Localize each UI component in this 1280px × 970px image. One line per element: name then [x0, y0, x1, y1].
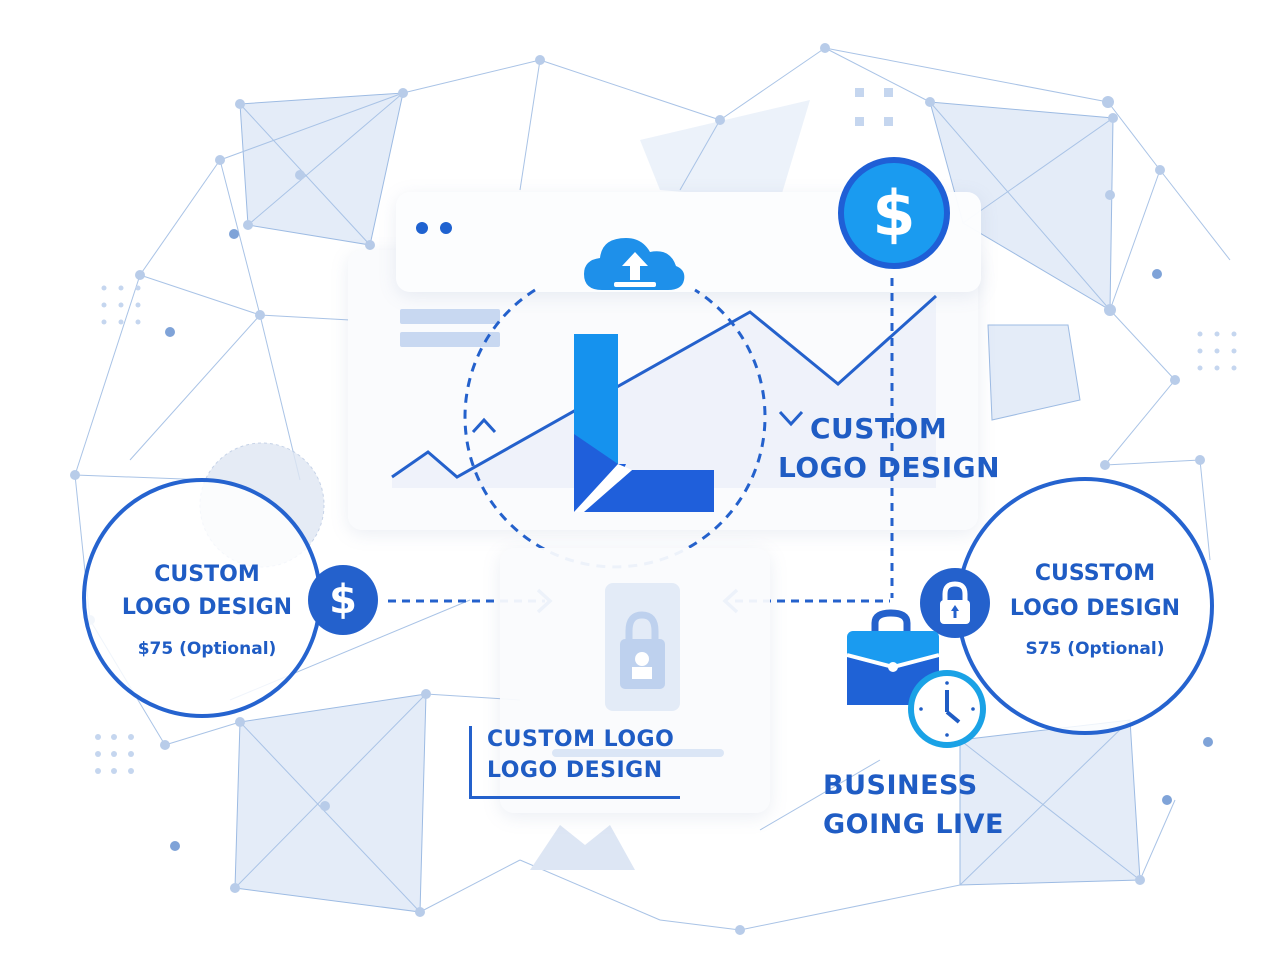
dollar-icon: $ [308, 565, 378, 635]
left-pricing-circle: CUSTOM LOGO DESIGN $75 (Optional) [82, 478, 322, 718]
right-circle-line2: LOGO DESIGN [1009, 596, 1181, 621]
lock-icon [920, 568, 990, 638]
left-circle-price: $75 (Optional) [137, 639, 277, 659]
headline-line2: LOGO DESIGN [778, 451, 1001, 484]
dollar-symbol: $ [872, 176, 916, 250]
dollar-symbol: $ [329, 577, 357, 623]
text-placeholder-bar [400, 332, 500, 347]
text-placeholder-bar [400, 309, 500, 324]
progress-bar [552, 749, 724, 757]
headline-line1: CUSTOM [810, 412, 948, 445]
left-circle-line2: LOGO DESIGN [121, 595, 293, 620]
dollar-coin-icon: $ [838, 157, 950, 269]
lock-user-icon [605, 583, 680, 711]
right-circle-line1: CUSSTOM [1034, 561, 1156, 586]
logo-l-icon [574, 334, 714, 512]
window-dot [440, 222, 452, 234]
window-dot [416, 222, 428, 234]
right-pricing-circle: CUSSTOM LOGO DESIGN S75 (Optional) [956, 477, 1214, 735]
bracket-frame [469, 726, 680, 799]
business-line1: BUSINESS [823, 770, 978, 801]
card-text-line1: CUSTOM LOGO [487, 727, 675, 752]
business-line2: GOING LIVE [823, 809, 1004, 840]
cloud-upload-icon [584, 238, 685, 290]
card-text-line2: LOGO DESIGN [487, 758, 663, 783]
right-circle-price: S75 (Optional) [1025, 639, 1165, 659]
left-circle-line1: CUSTOM [154, 562, 260, 587]
clock-icon [908, 670, 986, 748]
lock-card [500, 548, 770, 813]
